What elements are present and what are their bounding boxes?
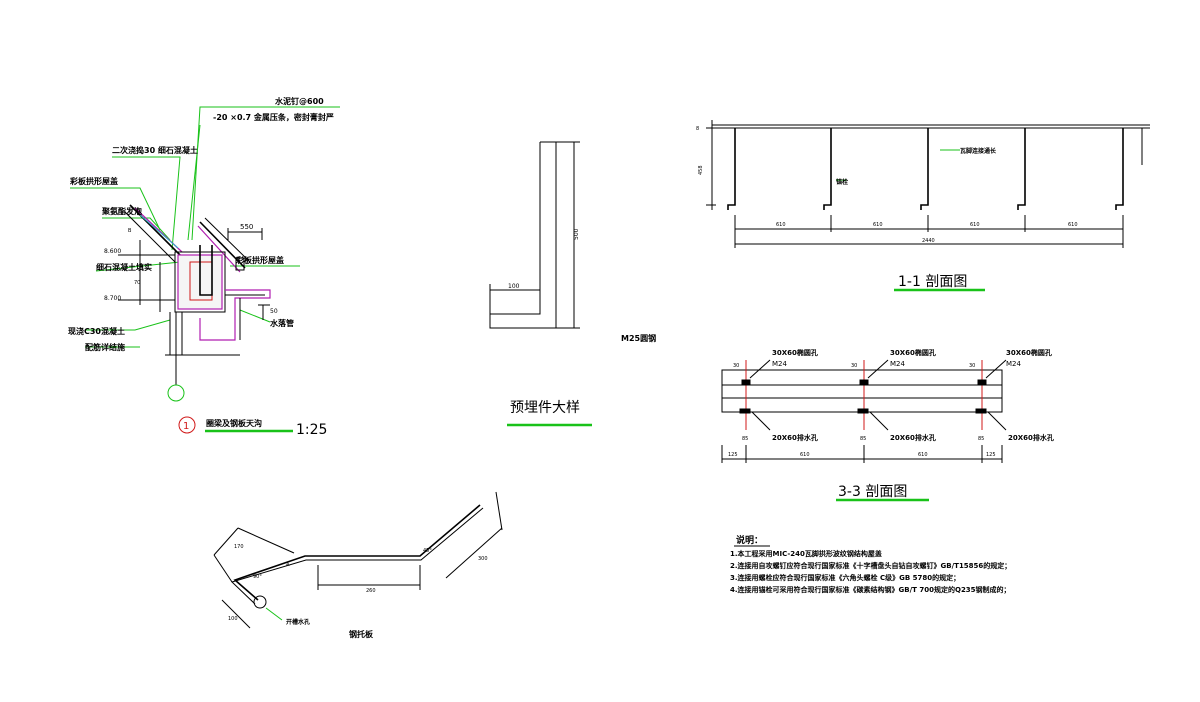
tray-mark-a: A [286, 562, 290, 568]
section-3-3: 30X60椭圆孔 M24 30X60椭圆孔 M24 30X60椭圆孔 M24 3… [721, 348, 1054, 502]
leader-roof-panel-left [70, 187, 161, 231]
detail1-title: 圈梁及钢板天沟 [206, 418, 262, 428]
tray-dim-a: 170 [234, 544, 244, 550]
s11-total: 2440 [922, 238, 935, 244]
note-3: 3.连接用螺栓应符合现行国家标准《六角头螺栓 C级》GB 5780的规定； [730, 573, 960, 582]
notes-block: 说明： 1.本工程采用MIC-240瓦脚拱形波纹钢结构屋盖 2.连接用自攻螺钉应… [730, 534, 1011, 594]
dim-50: 50 [270, 308, 278, 315]
s11-title: 1-1 剖面图 [898, 274, 967, 290]
embedded-title: 预埋件大样 [510, 400, 580, 416]
label-drain-pipe: 水落管 [269, 318, 294, 328]
tray-angle-2: 45° [423, 548, 432, 554]
notes-heading: 说明： [736, 534, 763, 546]
label-reinforcement: 配筋详结施 [85, 342, 125, 352]
tray-dim-c: 260 [366, 588, 376, 594]
s33-hole-group-2 [857, 359, 889, 431]
s33-bolt-1: M24 [772, 360, 787, 368]
s33-title: 3-3 剖面图 [838, 484, 907, 500]
leader-cement-nail [191, 106, 340, 241]
s11-dim-8: 8 [696, 126, 699, 132]
dim-500: 500 [573, 228, 580, 240]
leader-fine-concrete [95, 261, 181, 272]
s33-hole-label-1: 30X60椭圆孔 [772, 348, 818, 357]
s33-dim-30-1: 30 [733, 363, 739, 369]
tray-dim-b: 100 [228, 616, 238, 622]
label-roof-panel-right: 彩板拱形屋盖 [235, 255, 284, 265]
leader-cast-c30 [85, 319, 171, 331]
leader-metal-strip [187, 124, 201, 241]
s33-bottom-dim-3: 610 [918, 452, 928, 458]
embedded-steel-label: M25圆钢 [621, 333, 656, 343]
label-elev-8700: 8.700 [104, 295, 121, 302]
detail-embedded-part: 500 100 M25圆钢 预埋件大样 [489, 141, 656, 427]
dim-b: B [128, 228, 132, 234]
s33-drain-hole-1: 20X60排水孔 [772, 433, 818, 442]
tray-hole-label: 开槽水孔 [286, 618, 310, 626]
tray-profile [233, 504, 481, 601]
s33-hole-group-3 [975, 359, 1007, 431]
label-fine-concrete-fill: 细石混凝土填实 [96, 262, 152, 272]
note-2: 2.连接用自攻螺钉应符合现行国家标准《十字槽盘头自钻自攻螺钉》GB/T15856… [730, 561, 1011, 570]
section-1-1: 8 458 瓦脚连接通长 锚栓 610 610 610 610 2440 1-1… [696, 120, 1150, 292]
leader-foam [102, 217, 171, 241]
dim-side: 70 [134, 280, 140, 286]
dim-100: 100 [508, 283, 520, 290]
label-cast-c30: 现浇C30混凝土 [68, 326, 125, 336]
label-roof-panel-left: 彩板拱形屋盖 [69, 176, 118, 186]
detail-steel-tray: 170 100 260 300 90° 45° A 开槽水孔 钢托板 [213, 491, 503, 639]
s33-dim-30-3: 30 [969, 363, 975, 369]
tray-angle-1: 90° [253, 574, 262, 580]
s33-hole-group-1 [739, 359, 771, 431]
s33-bolt-2: M24 [890, 360, 905, 368]
s33-hole-label-3: 30X60椭圆孔 [1006, 348, 1052, 357]
leader-secondary-pour [112, 156, 181, 251]
s11-span-1: 610 [776, 222, 786, 228]
s33-bottom-dim-4: 125 [986, 452, 996, 458]
tray-title: 钢托板 [349, 629, 374, 639]
label-cement-nail: 水泥钉@600 [274, 96, 324, 106]
s33-drain-hole-3: 20X60排水孔 [1008, 433, 1054, 442]
s33-bolt-3: M24 [1006, 360, 1021, 368]
s33-dim-85-1: 85 [742, 436, 748, 442]
detail-ring-beam-gutter: 水泥钉@600 -20 ×0.7 金属压条，密封膏封严 二次浇捣30 细石混凝土… [68, 96, 340, 438]
s11-span-4: 610 [1068, 222, 1078, 228]
s11-label-anchor: 锚栓 [836, 178, 848, 186]
detail1-scale: 1:25 [296, 422, 327, 438]
s33-bottom-dim-2: 610 [800, 452, 810, 458]
s33-bottom-dim-1: 125 [728, 452, 738, 458]
s11-span-3: 610 [970, 222, 980, 228]
s33-dim-85-2: 85 [860, 436, 866, 442]
callout-number: 1 [183, 421, 189, 432]
s11-span-2: 610 [873, 222, 883, 228]
s33-dim-85-3: 85 [978, 436, 984, 442]
tray-dim-d: 300 [478, 556, 488, 562]
s11-dim-458: 458 [698, 165, 704, 175]
label-secondary-pour: 二次浇捣30 细石混凝土 [112, 145, 198, 155]
note-4: 4.连接用锚栓可采用符合现行国家标准《碳素结构钢》GB/T 700规定的Q235… [730, 585, 1011, 594]
leader-drain-pipe [239, 309, 271, 323]
dim-550: 550 [240, 223, 253, 231]
label-foam: 聚氨酯发泡 [101, 206, 142, 216]
s11-label-full-length: 瓦脚连接通长 [960, 147, 997, 155]
label-elev-8600: 8.600 [104, 248, 121, 255]
s33-dim-30-2: 30 [851, 363, 857, 369]
s33-hole-label-2: 30X60椭圆孔 [890, 348, 936, 357]
s33-drain-hole-2: 20X60排水孔 [890, 433, 936, 442]
callout-circle [178, 416, 196, 434]
note-1: 1.本工程采用MIC-240瓦脚拱形波纹钢结构屋盖 [730, 549, 882, 558]
label-metal-strip: -20 ×0.7 金属压条，密封膏封严 [213, 112, 334, 122]
